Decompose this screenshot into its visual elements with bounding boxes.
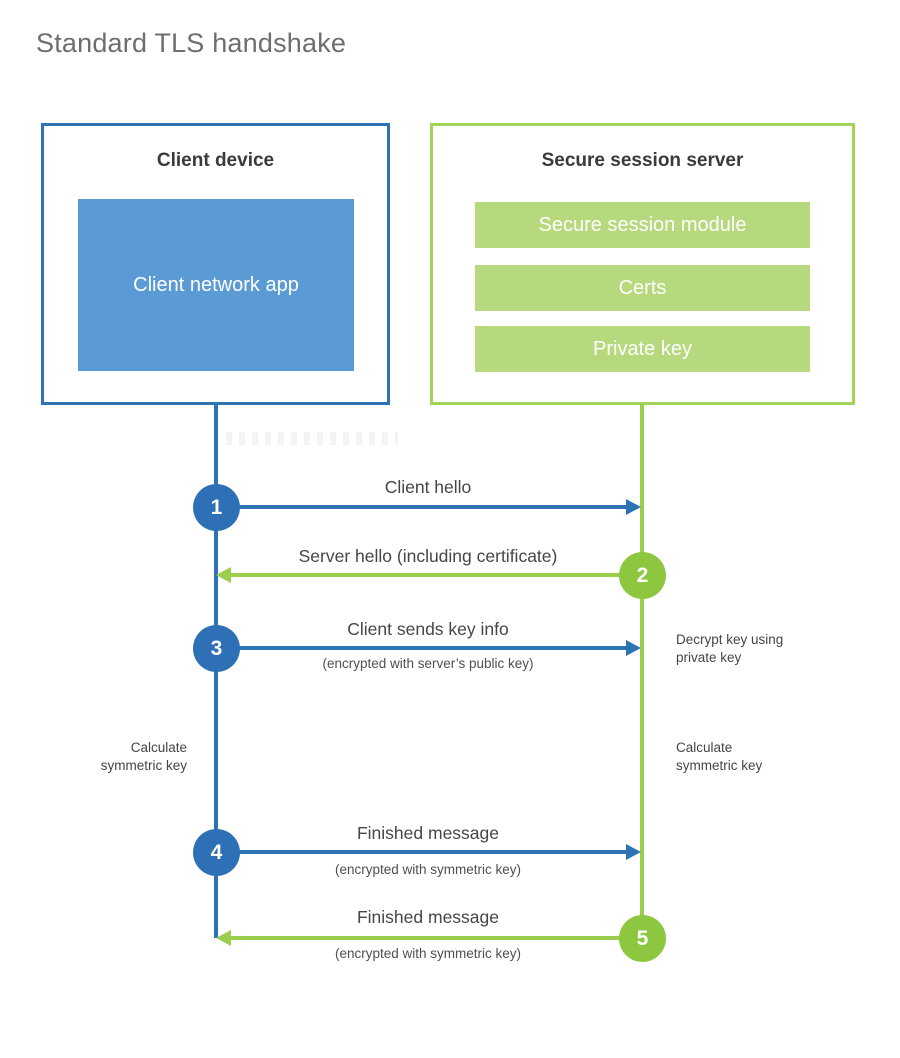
arrowhead-left-icon (216, 567, 231, 583)
step-5-number: 5 (636, 926, 649, 950)
step-3-badge: 3 (193, 625, 240, 672)
message-5-arrow (216, 930, 624, 946)
calculate-symmetric-key-note-server: Calculate symmetric key (676, 740, 763, 773)
arrow-shaft (228, 936, 624, 940)
message-1-label: Client hello (384, 477, 472, 497)
step-2-badge: 2 (619, 552, 666, 599)
arrow-shaft (216, 646, 629, 650)
step-1-number: 1 (210, 495, 223, 519)
server-module-secure-session: Secure session module (475, 202, 810, 248)
server-module-certs: Certs (475, 265, 810, 311)
arrowhead-right-icon (626, 499, 641, 515)
message-1-arrow (216, 499, 641, 515)
message-4-sublabel: (encrypted with symmetric key) (334, 862, 522, 877)
message-4-label: Finished message (356, 823, 500, 843)
client-device-box: Client device Client network app (41, 123, 390, 405)
page-title: Standard TLS handshake (36, 28, 347, 58)
arrowhead-right-icon (626, 844, 641, 860)
decrypt-key-note: Decrypt key using private key (676, 632, 784, 665)
message-5-label: Finished message (356, 907, 500, 927)
step-5-badge: 5 (619, 915, 666, 962)
message-5-sublabel: (encrypted with symmetric key) (334, 946, 522, 961)
message-3-label: Client sends key info (347, 619, 509, 639)
step-1-badge: 1 (193, 484, 240, 531)
step-3-number: 3 (210, 636, 223, 660)
arrow-shaft (216, 850, 629, 854)
message-3-sublabel: (encrypted with server’s public key) (322, 656, 534, 671)
faint-dashes-artifact (226, 432, 398, 445)
server-module-private-key: Private key (475, 326, 810, 372)
arrow-shaft (228, 573, 624, 577)
arrowhead-right-icon (626, 640, 641, 656)
step-2-number: 2 (636, 563, 649, 587)
step-4-badge: 4 (193, 829, 240, 876)
client-device-title: Client device (156, 150, 275, 171)
server-module-label: Private key (593, 337, 692, 360)
arrowhead-left-icon (216, 930, 231, 946)
message-4-arrow (216, 844, 641, 860)
step-4-number: 4 (210, 840, 223, 864)
server-module-label: Secure session module (538, 213, 747, 236)
message-2-label: Server hello (including certificate) (298, 546, 558, 566)
message-2-arrow (216, 567, 624, 583)
secure-session-server-title: Secure session server (541, 150, 744, 171)
secure-session-server-box: Secure session server Secure session mod… (430, 123, 855, 405)
server-module-label: Certs (618, 276, 667, 299)
server-lifeline (640, 404, 644, 938)
arrow-shaft (216, 505, 629, 509)
client-network-app-label: Client network app (133, 273, 299, 296)
client-network-app-box: Client network app (78, 199, 354, 371)
calculate-symmetric-key-note-client: Calculate symmetric key (100, 740, 187, 773)
message-3-arrow (216, 640, 641, 656)
